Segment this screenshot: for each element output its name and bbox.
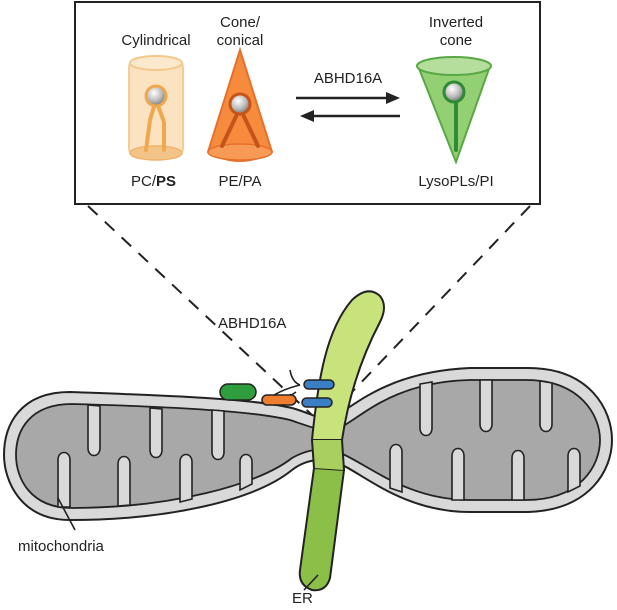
inverted-cone-title-line1: Inverted xyxy=(428,14,484,31)
inverted-cone-lipids-label: LysoPLs/PI xyxy=(418,173,494,190)
cylindrical-lipids-label: PC/PS xyxy=(131,173,176,190)
cylindrical-lipids-prefix: PC/ xyxy=(131,173,157,190)
protein-green-domain xyxy=(219,383,257,401)
protein-blue-helix-top xyxy=(303,379,335,390)
cone-lipids-label: PE/PA xyxy=(218,173,262,190)
inverted-cone-title-line2: cone xyxy=(439,32,473,49)
cylindrical-lipids-bold: PS xyxy=(156,173,177,190)
leader-lines xyxy=(57,497,319,591)
cone-shape xyxy=(206,46,274,162)
inset-enzyme-label: ABHD16A xyxy=(313,70,383,87)
mitochondrion xyxy=(2,367,614,522)
mitochondria-label: mitochondria xyxy=(18,538,104,555)
er-label: ER xyxy=(292,590,313,607)
reaction-arrows xyxy=(296,92,400,122)
cone-title-line1: Cone/ xyxy=(219,14,261,31)
abhd16a-protein xyxy=(219,369,335,408)
cylindrical-title: Cylindrical xyxy=(121,32,191,49)
protein-orange-domain xyxy=(261,394,297,406)
protein-label: ABHD16A xyxy=(218,315,287,332)
inverted-cone-shape xyxy=(416,56,492,165)
cone-title-line2: conical xyxy=(216,32,264,49)
protein-blue-helix-bottom xyxy=(301,397,333,408)
cylinder-shape xyxy=(128,55,184,161)
zoom-lines xyxy=(87,205,531,416)
